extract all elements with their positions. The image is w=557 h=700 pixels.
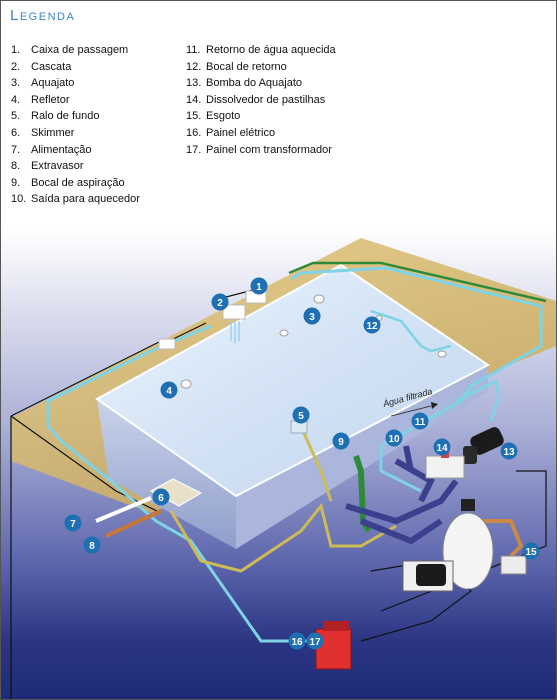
sand-filter [442,499,494,590]
pipe-manifold [345,445,459,545]
pool-wall-right [236,365,488,549]
return-pipe [46,425,331,643]
return-pipe [455,378,501,422]
marker-3: 3 [303,307,321,325]
svg-text:10: 10 [388,434,400,445]
svg-text:5: 5 [298,411,304,422]
svg-text:6: 6 [158,493,164,504]
legend-item: 6.Skimmer [11,126,75,139]
cascade-pipe [288,261,547,303]
marker-12: 12 [363,316,381,334]
spot-light [180,379,192,389]
pool-water [95,263,490,498]
return-pipe [46,324,212,426]
legend-item: 13.Bomba do Aquajato [186,77,303,90]
legend-item: 11.Retorno de água aquecida [186,44,336,56]
cascade-water [230,321,240,343]
cascade-box [222,304,246,320]
legend-item: 5.Ralo de fundo [11,110,100,123]
marker-1: 1 [250,277,268,295]
sewer-pipe [481,519,524,558]
jet-nozzle [313,294,325,304]
svg-text:15: 15 [525,547,537,558]
svg-text:9: 9 [338,437,344,448]
legend-item: 15.Esgoto [186,110,241,123]
suction-pipe [169,502,397,573]
svg-text:13: 13 [503,447,515,458]
filter-pump [402,560,454,592]
marker-5: 5 [292,406,310,424]
svg-text:2: 2 [217,298,223,309]
legend-item: 8.Extravasor [11,160,84,173]
pool-wall-front [97,399,236,549]
marker-14: 14 [433,438,451,456]
svg-text:16: 16 [291,637,303,648]
marker-2: 2 [211,293,229,311]
junction-box [158,338,176,350]
legend-item: 10.Saída para aquecedor [11,193,140,206]
svg-text:1: 1 [256,282,262,293]
marker-16: 16 [288,632,306,650]
svg-text:17: 17 [309,637,321,648]
marker-7: 7 [64,514,82,532]
svg-text:3: 3 [309,312,315,323]
drain-pipe [301,430,333,502]
marker-15: 15 [522,542,540,560]
legend-item: 16.Painel elétrico [186,126,276,139]
legend-item: 17.Painel com transformador [186,143,332,156]
legend-item: 2.Cascata [11,60,72,73]
return-pipe [370,309,452,353]
sewer-box [500,555,527,575]
flow-arrow-head [431,402,438,409]
svg-text:12: 12 [366,321,378,332]
marker-9: 9 [332,432,350,450]
return-nozzle [437,350,447,358]
legend-item: 3.Aquajato [11,77,75,90]
flow-arrow [390,405,432,417]
marker-11: 11 [411,412,429,430]
legend-item: 14.Dissolvedor de pastilhas [186,93,326,106]
jet-nozzle [279,329,289,337]
legend-item: 12.Bocal de retorno [186,60,287,73]
jet-pump [463,427,504,464]
marker-13: 13 [500,442,518,460]
svg-text:14: 14 [436,443,448,454]
electric-panels [315,621,352,670]
legend-item: 9.Bocal de aspiração [11,176,125,189]
marker-10: 10 [385,429,403,447]
legend-item: 7.Alimentação [11,143,92,156]
legend-list-left: 1.Caixa de passagem 2.Cascata 3.Aquajato… [11,42,140,208]
legend-list-right: 11.Retorno de água aquecida 12.Bocal de … [186,42,336,158]
marker-8: 8 [83,536,101,554]
legend-title: Legenda [10,7,76,24]
svg-text:8: 8 [89,541,95,552]
svg-text:11: 11 [415,417,426,428]
feed-pipe [95,496,152,523]
legend-item: 4.Refletor [11,93,70,106]
svg-text:4: 4 [166,386,172,397]
return-pipe [290,266,543,493]
overflow-pipe [105,509,162,538]
marker-17: 17 [306,632,324,650]
marker-4: 4 [160,381,178,399]
svg-text:7: 7 [70,519,76,530]
skimmer-box [149,478,203,507]
marker-6: 6 [152,488,170,506]
electric-wire [10,415,162,514]
legend-item: 1.Caixa de passagem [11,44,129,56]
